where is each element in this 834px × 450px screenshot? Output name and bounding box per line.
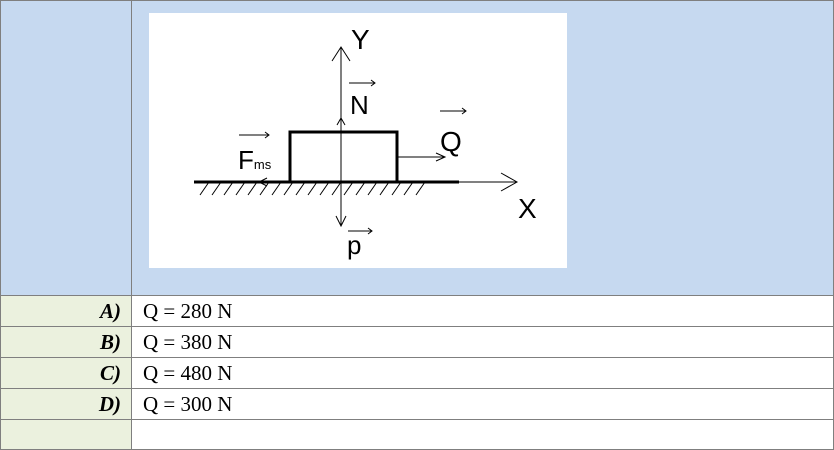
option-a-label: A) xyxy=(0,295,132,327)
option-c-label: C) xyxy=(0,357,132,389)
option-a-text[interactable]: Q = 280 N xyxy=(131,295,834,327)
figure-row: Y X N Q Fms p xyxy=(0,0,834,296)
block xyxy=(288,130,399,184)
option-c-text[interactable]: Q = 480 N xyxy=(131,357,834,389)
friction-arrow-icon xyxy=(257,177,268,187)
physics-diagram: Y X N Q Fms p xyxy=(149,13,567,268)
pull-vector-bar-arrow-icon xyxy=(461,107,467,115)
pull-force-arrow-icon xyxy=(435,152,447,162)
friction-force-subscript: ms xyxy=(254,157,272,172)
pull-force-label: Q xyxy=(440,126,462,157)
figure-label-cell xyxy=(0,0,132,296)
option-row-a[interactable]: A) Q = 280 N xyxy=(0,295,834,327)
option-b-text[interactable]: Q = 380 N xyxy=(131,326,834,358)
option-d-label: D) xyxy=(0,388,132,420)
option-b-label: B) xyxy=(0,326,132,358)
weight-vector-bar-arrow-icon xyxy=(367,227,373,235)
x-axis-arrow-icon xyxy=(500,172,519,192)
weight-force-label: p xyxy=(347,230,361,260)
option-row-d[interactable]: D) Q = 300 N xyxy=(0,388,834,420)
empty-label-cell xyxy=(0,419,132,450)
figure-cell: Y X N Q Fms p xyxy=(131,0,834,296)
normal-arrow-icon xyxy=(336,116,346,126)
y-axis-arrow-icon xyxy=(331,46,351,62)
friction-vector-bar-arrow-icon xyxy=(264,131,270,139)
option-row-c[interactable]: C) Q = 480 N xyxy=(0,357,834,389)
weight-arrow-icon xyxy=(335,215,347,228)
ground-hatching xyxy=(199,181,426,196)
axis-x-label: X xyxy=(518,193,537,224)
empty-row xyxy=(0,419,834,450)
option-row-b[interactable]: B) Q = 380 N xyxy=(0,326,834,358)
normal-vector-bar-arrow-icon xyxy=(370,79,376,87)
axis-y-label: Y xyxy=(351,24,370,55)
friction-force-label: Fms xyxy=(238,145,272,175)
empty-text-cell xyxy=(131,419,834,450)
option-d-text[interactable]: Q = 300 N xyxy=(131,388,834,420)
normal-force-label: N xyxy=(350,90,369,120)
force-diagram-svg: Y X N Q Fms p xyxy=(194,24,537,260)
